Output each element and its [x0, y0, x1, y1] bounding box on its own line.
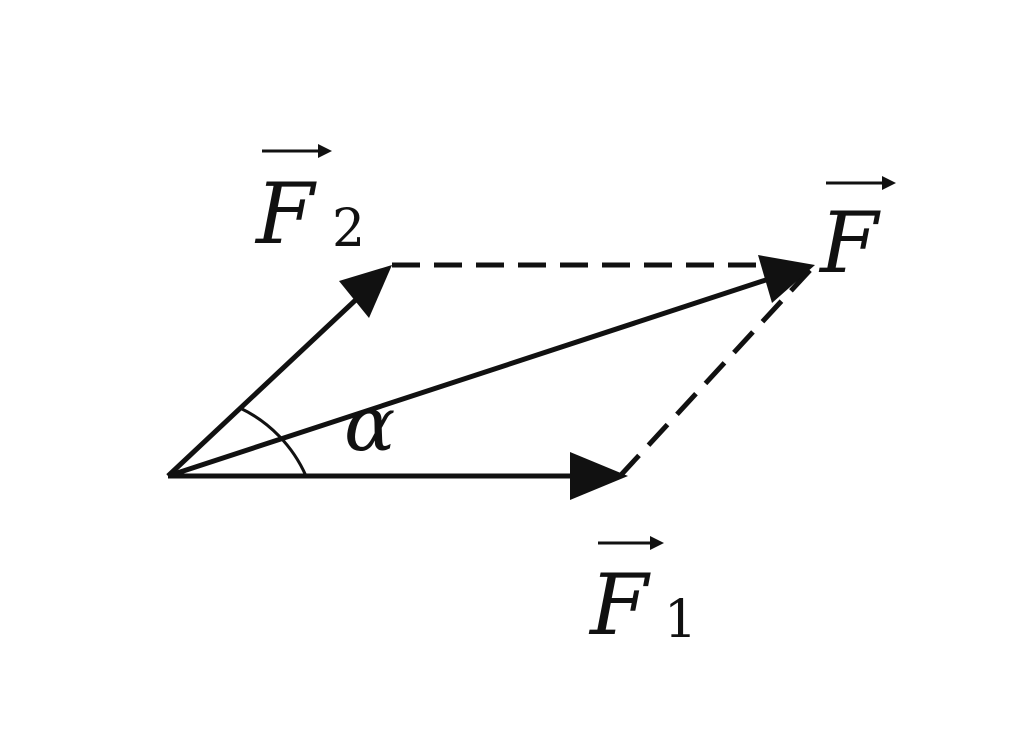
label-f: F	[818, 176, 896, 292]
vector-f-shaft	[167, 273, 779, 479]
label-f1: F 1	[588, 536, 697, 654]
label-f2-overarrow-head	[318, 144, 332, 158]
vector-f2-shaft	[166, 292, 364, 478]
label-f1-letter: F	[588, 556, 651, 654]
label-f-letter: F	[818, 194, 881, 292]
angle-alpha-label: α	[344, 379, 395, 468]
vector-f1-arrowhead	[570, 452, 628, 500]
label-f-overarrow-head	[882, 176, 896, 190]
vector-f2-arrowhead	[339, 265, 392, 318]
label-f1-subscript: 1	[664, 590, 697, 650]
dashed-line-f1-to-f	[618, 266, 814, 478]
label-f2: F 2	[254, 144, 365, 263]
label-f2-letter: F	[254, 165, 317, 263]
label-f2-subscript: 2	[332, 199, 365, 259]
label-f1-overarrow-head	[650, 536, 664, 550]
vector-f-arrowhead	[758, 255, 815, 303]
angle-arc	[239, 406, 308, 477]
